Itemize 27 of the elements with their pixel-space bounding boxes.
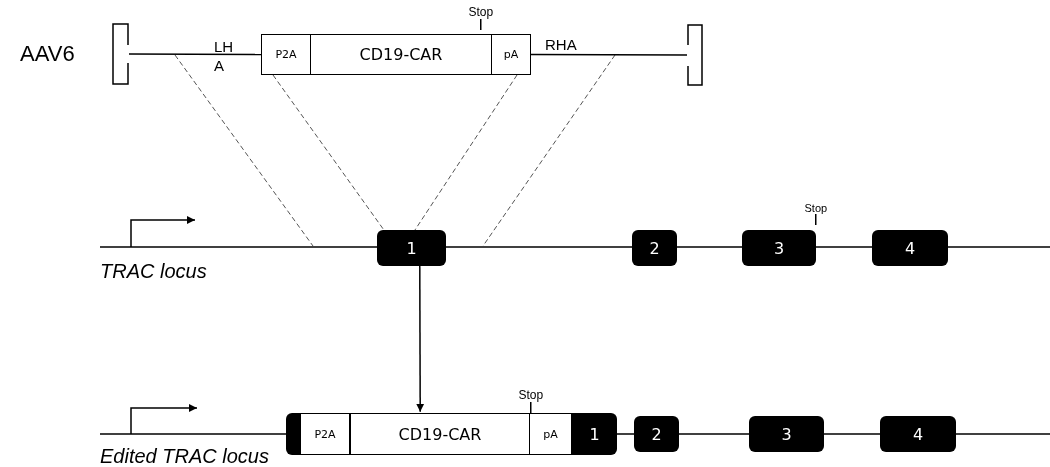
- p2a-box: P2A: [300, 413, 350, 455]
- exon-box: 3: [749, 416, 824, 452]
- arrow: [416, 265, 425, 413]
- exon-box: 4: [880, 416, 956, 452]
- itr-bracket: [687, 24, 703, 86]
- car-box: CD19-CAR: [310, 34, 492, 75]
- locus-label: TRAC locus: [100, 260, 207, 282]
- exon-box: 1: [377, 230, 446, 266]
- dashed-line: [272, 74, 385, 231]
- exon-box: 2: [634, 416, 679, 452]
- exon-box: 4: [872, 230, 948, 266]
- locus-label: Edited TRAC locus: [100, 445, 269, 467]
- dashed-line: [414, 74, 518, 231]
- stop-label: Stop: [468, 6, 494, 31]
- itr-bracket: [112, 23, 129, 85]
- pa-box: pA: [491, 34, 531, 75]
- car-box: CD19-CAR: [350, 413, 530, 455]
- construct-label: AAV6: [20, 42, 75, 67]
- arm-label: RHA: [545, 37, 577, 54]
- arm-label: LH A: [214, 38, 235, 76]
- pa-box: pA: [529, 413, 572, 455]
- stop-label: Stop: [518, 389, 544, 414]
- exon-box: 1: [572, 413, 617, 455]
- p2a-box: P2A: [261, 34, 311, 75]
- exon-box: 2: [632, 230, 677, 266]
- stop-label: Stop: [804, 202, 828, 226]
- exon-box: 3: [742, 230, 816, 266]
